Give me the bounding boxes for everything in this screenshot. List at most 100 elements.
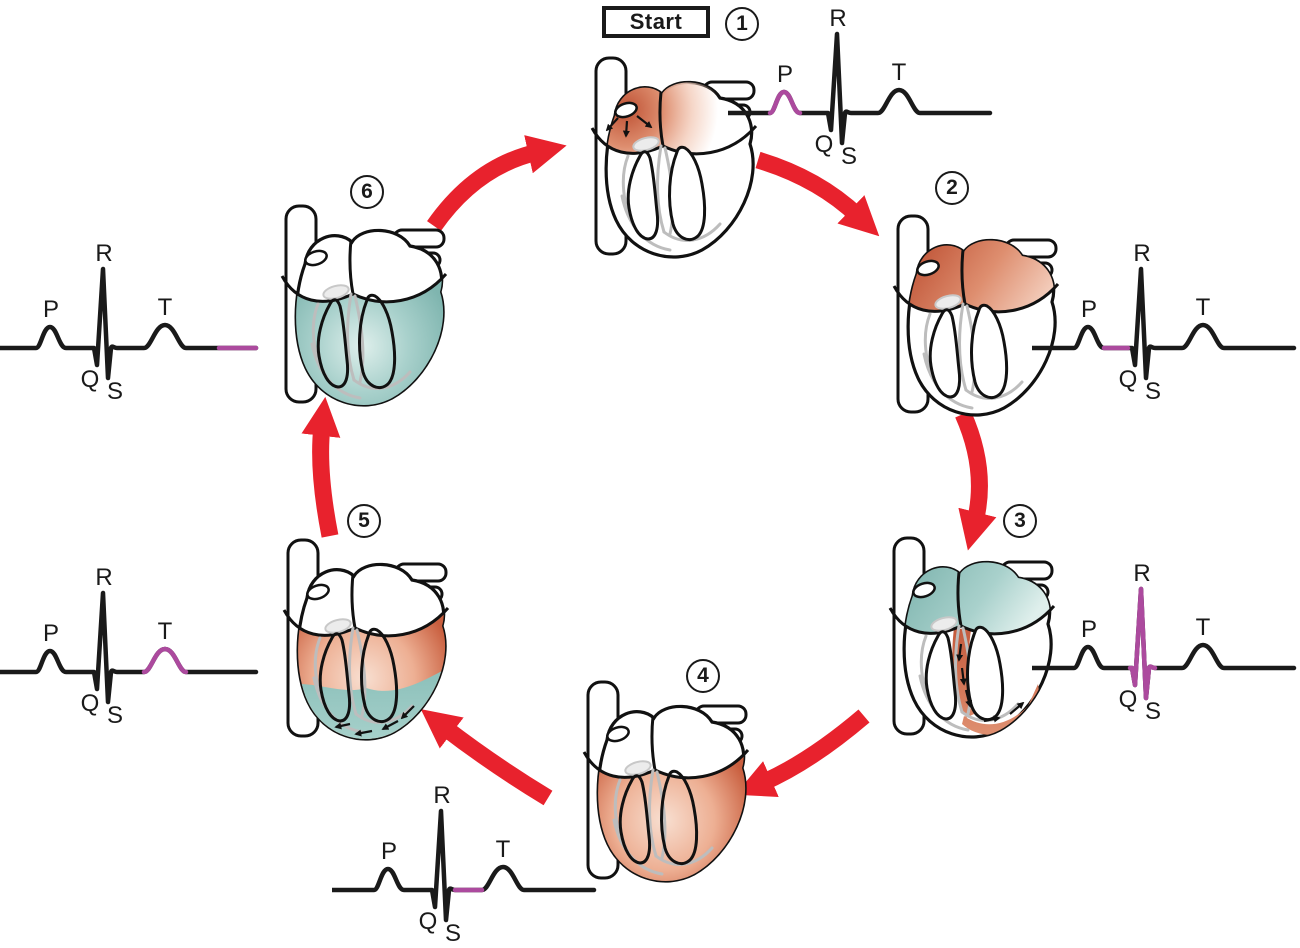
ventricle-cavities (618, 769, 699, 865)
ecg-waveform (728, 31, 993, 146)
heart-illustration-stage-2 (892, 214, 1060, 417)
ecg-label-q: Q (419, 908, 438, 935)
chamber-boundaries (280, 239, 448, 304)
ecg-label-t: T (158, 618, 173, 645)
flow-arrow-5-to-6 (301, 396, 341, 538)
ecg-label-s: S (1145, 378, 1161, 403)
flow-arrow-4-to-5 (420, 709, 553, 806)
atria-shading (904, 562, 1052, 634)
ecg-label-p: P (1081, 616, 1097, 643)
chamber-boundaries (582, 715, 750, 780)
stage-badge-6: 6 (350, 175, 384, 209)
stage-badge-1: 1 (725, 7, 759, 41)
ecg-wave-labels: P R T Q S (1081, 243, 1211, 403)
ecg-label-t: T (892, 59, 907, 86)
ecg-wave-labels: P R T Q S (1081, 563, 1211, 723)
start-label: Start (629, 9, 683, 34)
stage-badge-5: 5 (347, 504, 381, 538)
sa-node (912, 581, 936, 599)
flow-arrow-6-to-1 (427, 135, 567, 231)
ecg-waveform (0, 590, 259, 705)
valve-leaflet (930, 616, 958, 632)
sa-node (916, 259, 940, 277)
ecg-highlight-QRS (1127, 586, 1158, 701)
stage-badge-4: 4 (686, 659, 720, 693)
ecg-label-r: R (95, 567, 112, 591)
ecg-label-r: R (1133, 563, 1150, 587)
ecg-trace-stage-6: P R T Q S (0, 243, 259, 403)
ecg-label-s: S (841, 143, 857, 168)
stage-number: 3 (1014, 509, 1026, 532)
ecg-label-s: S (445, 920, 461, 945)
heart-illustration-stage-5 (282, 538, 450, 741)
heart-illustration-stage-1 (590, 56, 758, 259)
ecg-label-p: P (1081, 296, 1097, 323)
atria-shading (606, 82, 754, 154)
ecg-label-r: R (95, 243, 112, 267)
atria-shading (908, 240, 1056, 312)
sa-node (606, 725, 630, 743)
stage-badge-2: 2 (935, 171, 969, 205)
heart-illustration-stage-4 (582, 680, 750, 883)
stage-badge-3: 3 (1003, 504, 1037, 538)
sa-node-impulse-arrows (605, 115, 653, 138)
chamber-boundaries (590, 91, 758, 156)
ecg-trace-stage-3: P R T Q S (1032, 563, 1297, 723)
ecg-label-s: S (107, 378, 123, 403)
heart-illustration-stage-3 (888, 536, 1056, 739)
ecg-highlight-T (141, 646, 189, 675)
start-label-box: Start (602, 6, 710, 38)
valve-leaflet (632, 136, 660, 152)
stage-number: 1 (736, 12, 748, 35)
ecg-waveform (0, 266, 259, 381)
ecg-waveform (332, 808, 597, 923)
ecg-label-q: Q (1119, 686, 1138, 713)
ecg-wave-labels: P R T Q S (43, 243, 173, 403)
ecg-label-q: Q (81, 690, 100, 717)
stage-number: 4 (697, 664, 709, 687)
ecg-label-t: T (496, 836, 511, 863)
ventricle-cavities (928, 303, 1009, 399)
ecg-waveform (1032, 586, 1297, 701)
septum-impulse-arrows (956, 643, 1025, 723)
ecg-trace-stage-5: P R T Q S (0, 567, 259, 727)
stage-number: 5 (358, 509, 370, 532)
chamber-boundaries (888, 571, 1056, 636)
stage-number: 2 (946, 176, 958, 199)
ventricle-cavities (318, 627, 399, 723)
ventricle-cavities (626, 145, 707, 241)
ecg-label-s: S (1145, 698, 1161, 723)
ecg-label-q: Q (81, 366, 100, 393)
ecg-wave-labels: P R T Q S (381, 785, 511, 945)
ecg-trace-stage-4: P R T Q S (332, 785, 597, 945)
sa-node (614, 101, 638, 119)
ventricle-cavities (924, 625, 1005, 721)
sa-node (304, 249, 328, 267)
ecg-waveform (1032, 266, 1297, 381)
ecg-trace-stage-2: P R T Q S (1032, 243, 1297, 403)
valve-leaflet (322, 284, 350, 300)
valve-leaflet (324, 618, 352, 634)
ecg-label-r: R (1133, 243, 1150, 267)
chamber-boundaries (892, 249, 1060, 314)
ecg-label-p: P (777, 61, 793, 88)
flow-arrow-3-to-4 (735, 709, 870, 797)
ecg-label-t: T (1196, 294, 1211, 321)
ecg-wave-labels: P R T Q S (777, 8, 907, 168)
ventricle-cavities (316, 293, 397, 389)
ecg-highlight-P (767, 89, 803, 116)
valve-leaflet (934, 294, 962, 310)
ecg-label-q: Q (1119, 366, 1138, 393)
ecg-label-r: R (433, 785, 450, 809)
ecg-label-p: P (43, 620, 59, 647)
ecg-label-p: P (43, 296, 59, 323)
ecg-label-r: R (829, 8, 846, 32)
heart-illustration-stage-6 (280, 204, 448, 407)
valve-leaflet (624, 760, 652, 776)
ecg-wave-labels: P R T Q S (43, 567, 173, 727)
ecg-label-q: Q (815, 131, 834, 158)
ecg-label-t: T (1196, 614, 1211, 641)
flow-arrow-2-to-3 (955, 410, 997, 551)
ecg-label-t: T (158, 294, 173, 321)
